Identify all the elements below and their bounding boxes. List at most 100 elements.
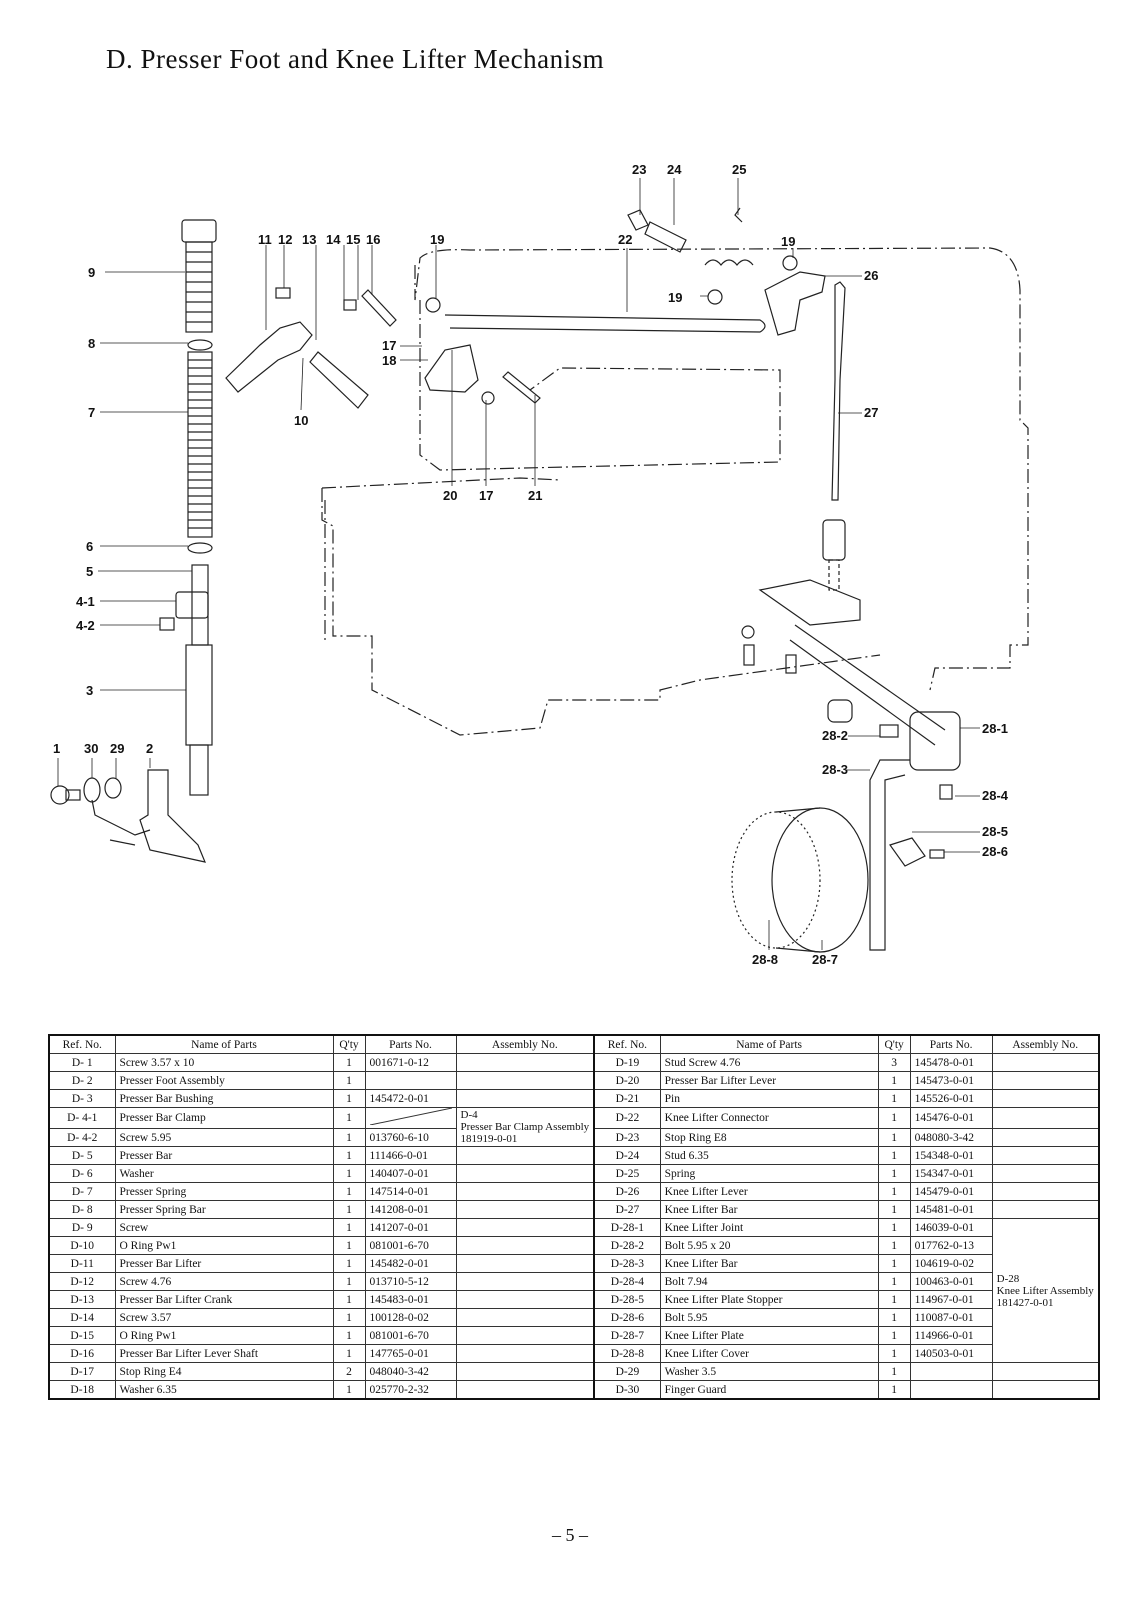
knee-lifter-shaft-assembly <box>741 579 961 951</box>
callout-7: 7 <box>88 405 95 420</box>
parts-no: 017762-0-13 <box>909 1236 993 1255</box>
callout-23: 23 <box>632 162 646 177</box>
part-name: Presser Foot Assembly <box>114 1071 334 1090</box>
callout-28-3: 28-3 <box>822 762 848 777</box>
knee-lifter-bar <box>822 281 846 591</box>
part-name: Knee Lifter Bar <box>659 1254 879 1273</box>
part-name: Screw 4.76 <box>114 1272 334 1291</box>
parts-no: 147765-0-01 <box>364 1344 457 1363</box>
callout-8: 8 <box>88 336 95 351</box>
parts-list-table: Ref. No. Name of Parts Q'ty Parts No. As… <box>48 1034 1100 1400</box>
assembly-ref: D-28 <box>996 1272 1020 1285</box>
exploded-parts-diagram: 23 24 25 22 19 19 19 26 11 12 13 14 15 1… <box>50 162 1029 967</box>
assembly-no <box>455 1272 595 1291</box>
quantity: 1 <box>332 1290 366 1309</box>
quantity: 1 <box>877 1128 911 1147</box>
header-parts-no: Parts No. <box>909 1034 993 1054</box>
part-name: Pin <box>659 1089 879 1108</box>
leader-lines <box>57 178 980 950</box>
part-name: Screw 3.57 <box>114 1308 334 1327</box>
ref-no: D-28-1 <box>593 1218 661 1237</box>
quantity: 1 <box>332 1071 366 1090</box>
part-name: Bolt 7.94 <box>659 1272 879 1291</box>
ref-no: D- 1 <box>48 1053 116 1072</box>
header-ref: Ref. No. <box>48 1034 116 1054</box>
assembly-no <box>991 1053 1100 1072</box>
part-name: Presser Spring Bar <box>114 1200 334 1219</box>
parts-no: 025770-2-32 <box>364 1380 457 1400</box>
quantity: 1 <box>877 1089 911 1108</box>
assembly-no <box>991 1380 1100 1400</box>
machine-outline <box>321 247 1029 736</box>
callout-4-1: 4-1 <box>76 594 95 609</box>
parts-no: 145479-0-01 <box>909 1182 993 1201</box>
ref-no: D- 4-1 <box>48 1107 116 1129</box>
quantity: 1 <box>877 1236 911 1255</box>
ref-no: D-28-8 <box>593 1344 661 1363</box>
assembly-no <box>991 1071 1100 1090</box>
callout-3: 3 <box>86 683 93 698</box>
callout-4-2: 4-2 <box>76 618 95 633</box>
ref-no: D- 2 <box>48 1071 116 1090</box>
callout-20: 20 <box>443 488 457 503</box>
parts-no: 048080-3-42 <box>909 1128 993 1147</box>
callout-21: 21 <box>528 488 542 503</box>
assembly-no <box>991 1107 1100 1129</box>
parts-no: 145478-0-01 <box>909 1053 993 1072</box>
callout-9: 9 <box>88 265 95 280</box>
quantity: 1 <box>877 1308 911 1327</box>
header-qty: Q'ty <box>877 1034 911 1054</box>
parts-no: 154347-0-01 <box>909 1164 993 1183</box>
parts-no <box>364 1107 457 1129</box>
part-name: O Ring Pw1 <box>114 1326 334 1345</box>
parts-no: 154348-0-01 <box>909 1146 993 1165</box>
quantity: 1 <box>332 1107 366 1129</box>
callout-6: 6 <box>86 539 93 554</box>
assembly-no <box>455 1053 595 1072</box>
assembly-no <box>455 1380 595 1400</box>
part-name: Spring <box>659 1164 879 1183</box>
callout-19: 19 <box>781 234 795 249</box>
parts-no: 140503-0-01 <box>909 1344 993 1363</box>
assembly-no <box>455 1308 595 1327</box>
callout-2: 2 <box>146 741 153 756</box>
callout-24: 24 <box>667 162 682 177</box>
ref-no: D-26 <box>593 1182 661 1201</box>
quantity: 3 <box>877 1053 911 1072</box>
parts-no: 114966-0-01 <box>909 1326 993 1345</box>
quantity: 1 <box>332 1308 366 1327</box>
parts-no: 111466-0-01 <box>364 1146 457 1165</box>
presser-bar-assembly <box>159 219 217 796</box>
ref-no: D-22 <box>593 1107 661 1129</box>
assembly-no <box>455 1200 595 1219</box>
part-name: Screw 3.57 x 10 <box>114 1053 334 1072</box>
parts-no: 145526-0-01 <box>909 1089 993 1108</box>
part-name: Stop Ring E4 <box>114 1362 334 1381</box>
callout-13: 13 <box>302 232 316 247</box>
assembly-number: 181919-0-01 <box>460 1133 518 1145</box>
presser-bar-lifter-parts <box>225 287 766 409</box>
part-name: Knee Lifter Plate <box>659 1326 879 1345</box>
parts-no: 147514-0-01 <box>364 1182 457 1201</box>
quantity: 1 <box>877 1326 911 1345</box>
ref-no: D- 8 <box>48 1200 116 1219</box>
assembly-no <box>455 1236 595 1255</box>
empty-slash <box>369 1108 452 1126</box>
parts-no: 013760-6-10 <box>364 1128 457 1147</box>
callout-19: 19 <box>668 290 682 305</box>
assembly-no <box>455 1146 595 1165</box>
ref-no: D- 6 <box>48 1164 116 1183</box>
header-ref: Ref. No. <box>593 1034 661 1054</box>
quantity: 1 <box>332 1236 366 1255</box>
assembly-no <box>455 1344 595 1363</box>
quantity: 1 <box>332 1164 366 1183</box>
ref-no: D-28-6 <box>593 1308 661 1327</box>
